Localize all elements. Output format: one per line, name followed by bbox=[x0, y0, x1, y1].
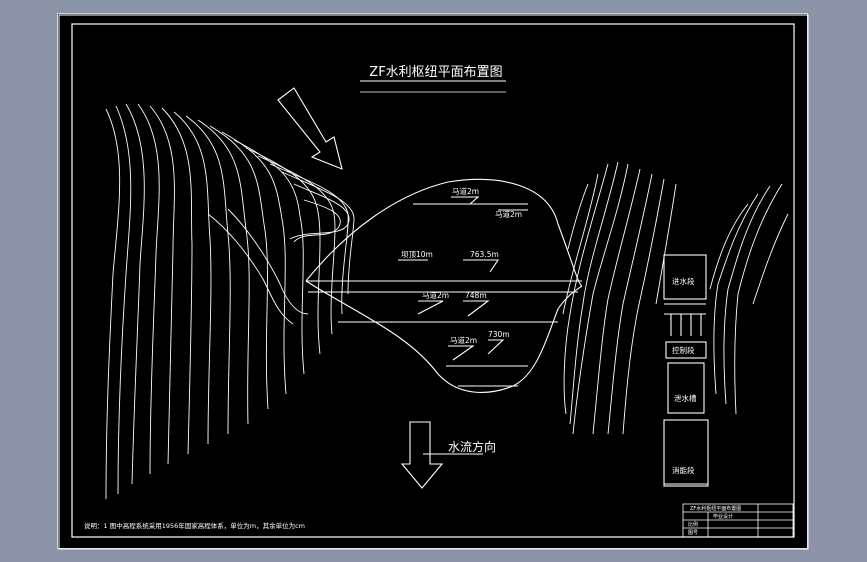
dam-outline-bottom bbox=[305, 280, 583, 393]
label-berm-top-right: 马道2m bbox=[495, 209, 522, 219]
spillway bbox=[663, 254, 709, 487]
dam-labels: 马道2m 马道2m 坝顶10m 763.5m 马道2m 748m 马道2m 73… bbox=[401, 186, 522, 345]
outer-border bbox=[58, 14, 809, 550]
leader-berm-low-elev bbox=[487, 339, 505, 355]
label-berm-top: 马道2m bbox=[452, 186, 479, 196]
flow-direction-label: 水流方向 bbox=[448, 439, 496, 454]
leader-berm-low bbox=[448, 345, 475, 361]
flow-direction-arrow-icon bbox=[400, 421, 444, 489]
spillway-energy-box bbox=[663, 419, 709, 487]
drawing-title: ZF水利枢纽平面布置图 bbox=[369, 65, 502, 80]
label-berm-low: 马道2m bbox=[450, 335, 477, 345]
spillway-control-box bbox=[665, 341, 707, 359]
dam-outline-top bbox=[305, 179, 583, 287]
inner-border bbox=[71, 23, 795, 538]
right-contours bbox=[562, 161, 789, 435]
title-block bbox=[682, 503, 794, 538]
left-contours bbox=[105, 103, 355, 500]
spillway-labels: 进水段 控制段 泄水槽 消能段 bbox=[672, 276, 697, 475]
title-block-text: ZF水利枢纽平面布置图 毕业设计 比例 图号 bbox=[688, 505, 741, 536]
title-block-row4: 图号 bbox=[688, 530, 698, 536]
leader-berm-top bbox=[451, 196, 480, 205]
drawing-note: 说明：1 图中高程系统采用1956年国家高程体系，单位为m，其余单位为cm bbox=[84, 521, 305, 530]
label-berm-low-elev: 730m bbox=[488, 330, 510, 339]
label-control: 控制段 bbox=[672, 345, 695, 355]
title-block-row1: ZF水利枢纽平面布置图 bbox=[690, 505, 741, 512]
leader-crest-elev bbox=[463, 259, 500, 273]
label-energy: 消能段 bbox=[672, 465, 695, 475]
spillway-inlet-box bbox=[663, 254, 707, 300]
label-inlet: 进水段 bbox=[672, 276, 695, 286]
label-berm-mid: 马道2m bbox=[422, 290, 449, 300]
leader-berm-mid-elev bbox=[463, 300, 490, 317]
title-block-frame bbox=[682, 503, 794, 538]
drawing-canvas: ZF水利枢纽平面布置图 bbox=[58, 14, 809, 550]
label-chute: 泄水槽 bbox=[674, 393, 697, 403]
leader-berm-mid bbox=[417, 300, 444, 315]
inflow-arrow-icon bbox=[277, 87, 343, 170]
label-berm-mid-elev: 748m bbox=[465, 291, 487, 300]
drawing-sheet: ZF水利枢纽平面布置图 bbox=[57, 13, 809, 550]
label-crest: 坝顶10m bbox=[401, 250, 433, 259]
title-block-row3: 比例 bbox=[688, 521, 698, 528]
dam-body bbox=[305, 179, 583, 393]
label-crest-elev: 763.5m bbox=[470, 250, 499, 259]
spillway-chute-box bbox=[667, 362, 705, 414]
title-block-row2: 毕业设计 bbox=[713, 513, 733, 520]
